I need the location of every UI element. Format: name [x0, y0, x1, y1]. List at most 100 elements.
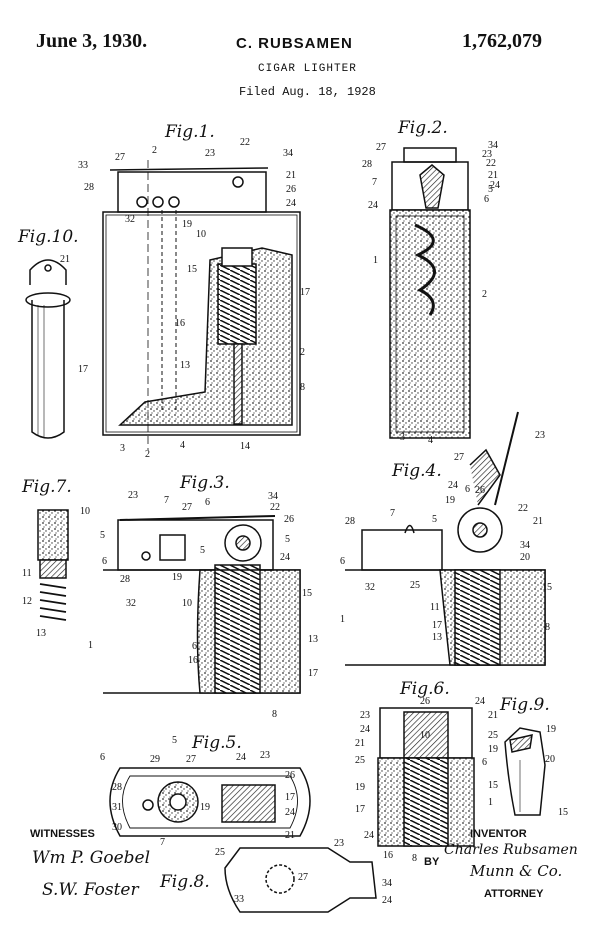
svg-text:17: 17: [432, 620, 442, 631]
figure-7: Fig.7. 10111213: [21, 477, 90, 639]
svg-text:24: 24: [280, 552, 290, 563]
svg-text:26: 26: [285, 770, 295, 781]
svg-text:15: 15: [542, 582, 552, 593]
svg-text:24: 24: [286, 198, 296, 209]
svg-text:6: 6: [100, 752, 105, 763]
svg-text:16: 16: [175, 318, 185, 329]
svg-text:2: 2: [152, 145, 157, 156]
fig-2-label: Fig.2.: [397, 118, 448, 138]
svg-text:15: 15: [187, 264, 197, 275]
svg-text:15: 15: [488, 780, 498, 791]
svg-text:22: 22: [486, 158, 496, 169]
svg-text:2: 2: [145, 449, 150, 460]
svg-text:3: 3: [120, 443, 125, 454]
svg-text:23: 23: [205, 148, 215, 159]
figure-5: Fig.5. 6295 242723 282631 193017 24725 2…: [100, 733, 310, 858]
svg-text:5: 5: [172, 735, 177, 746]
svg-text:25: 25: [215, 847, 225, 858]
svg-text:28: 28: [120, 574, 130, 585]
fig-9-label: Fig.9.: [499, 695, 550, 715]
svg-text:10: 10: [182, 598, 192, 609]
svg-text:21: 21: [285, 830, 295, 841]
svg-text:15: 15: [558, 807, 568, 818]
svg-text:24: 24: [448, 480, 458, 491]
fig-7-label: Fig.7.: [21, 477, 72, 497]
figure-4: Fig.4. 232724 62619 222128 576 322534 20…: [340, 412, 552, 665]
svg-text:6: 6: [484, 194, 489, 205]
svg-text:14: 14: [240, 441, 250, 452]
svg-text:1: 1: [88, 640, 93, 651]
svg-text:4: 4: [180, 440, 185, 451]
svg-text:13: 13: [36, 628, 46, 639]
svg-text:32: 32: [126, 598, 136, 609]
svg-text:26: 26: [475, 485, 485, 496]
svg-text:17: 17: [285, 792, 295, 803]
svg-text:22: 22: [240, 137, 250, 148]
svg-text:5: 5: [432, 514, 437, 525]
svg-text:34: 34: [268, 491, 278, 502]
svg-text:10: 10: [420, 730, 430, 741]
svg-text:8: 8: [300, 382, 305, 393]
svg-text:15: 15: [302, 588, 312, 599]
svg-text:6: 6: [192, 641, 197, 652]
svg-text:19: 19: [182, 219, 192, 230]
svg-text:22: 22: [518, 503, 528, 514]
witnesses-label: WITNESSES: [30, 828, 95, 840]
svg-text:31: 31: [112, 802, 122, 813]
figure-3: Fig.3. 23727 63422 2655 5246 283219 1015…: [88, 473, 318, 720]
svg-text:7: 7: [164, 495, 169, 506]
svg-text:17: 17: [78, 364, 88, 375]
fig-10-label: Fig.10.: [17, 227, 79, 247]
svg-text:33: 33: [78, 160, 88, 171]
inventor-signature: Charles Rubsamen: [444, 842, 578, 858]
svg-text:23: 23: [128, 490, 138, 501]
svg-text:6: 6: [340, 556, 345, 567]
svg-text:1: 1: [340, 614, 345, 625]
witness-2-signature: S.W. Foster: [42, 880, 139, 900]
svg-text:30: 30: [112, 822, 122, 833]
svg-text:24: 24: [382, 895, 392, 906]
svg-text:12: 12: [22, 596, 32, 607]
svg-text:20: 20: [520, 552, 530, 563]
svg-text:6: 6: [465, 484, 470, 495]
svg-text:7: 7: [390, 508, 395, 519]
figure-10: Fig.10. 2117: [17, 227, 88, 438]
svg-text:19: 19: [445, 495, 455, 506]
svg-text:27: 27: [376, 142, 386, 153]
svg-text:24: 24: [475, 696, 485, 707]
svg-text:32: 32: [365, 582, 375, 593]
svg-text:17: 17: [308, 668, 318, 679]
svg-text:17: 17: [300, 287, 310, 298]
svg-text:8: 8: [545, 622, 550, 633]
svg-text:7: 7: [160, 837, 165, 848]
svg-text:6: 6: [482, 757, 487, 768]
svg-text:11: 11: [430, 602, 440, 613]
svg-text:1: 1: [373, 255, 378, 266]
svg-text:6: 6: [102, 556, 107, 567]
svg-text:25: 25: [355, 755, 365, 766]
svg-text:23: 23: [360, 710, 370, 721]
svg-text:3: 3: [400, 432, 405, 443]
svg-text:10: 10: [196, 229, 206, 240]
attorney-label: ATTORNEY: [484, 888, 544, 900]
svg-text:8: 8: [412, 853, 417, 864]
svg-text:17: 17: [355, 804, 365, 815]
svg-text:28: 28: [345, 516, 355, 527]
svg-text:24: 24: [285, 807, 295, 818]
svg-text:29: 29: [150, 754, 160, 765]
svg-text:21: 21: [533, 516, 543, 527]
svg-text:34: 34: [283, 148, 293, 159]
svg-text:27: 27: [186, 754, 196, 765]
svg-text:24: 24: [236, 752, 246, 763]
svg-text:23: 23: [535, 430, 545, 441]
svg-text:6: 6: [205, 497, 210, 508]
svg-text:19: 19: [200, 802, 210, 813]
svg-text:34: 34: [520, 540, 530, 551]
inventor-label: INVENTOR: [470, 828, 527, 840]
svg-text:32: 32: [125, 214, 135, 225]
svg-text:13: 13: [308, 634, 318, 645]
svg-text:23: 23: [334, 838, 344, 849]
svg-text:19: 19: [355, 782, 365, 793]
figure-2: Fig.2. 273423 28227 21524 2461 234: [362, 118, 500, 446]
svg-text:21: 21: [286, 170, 296, 181]
